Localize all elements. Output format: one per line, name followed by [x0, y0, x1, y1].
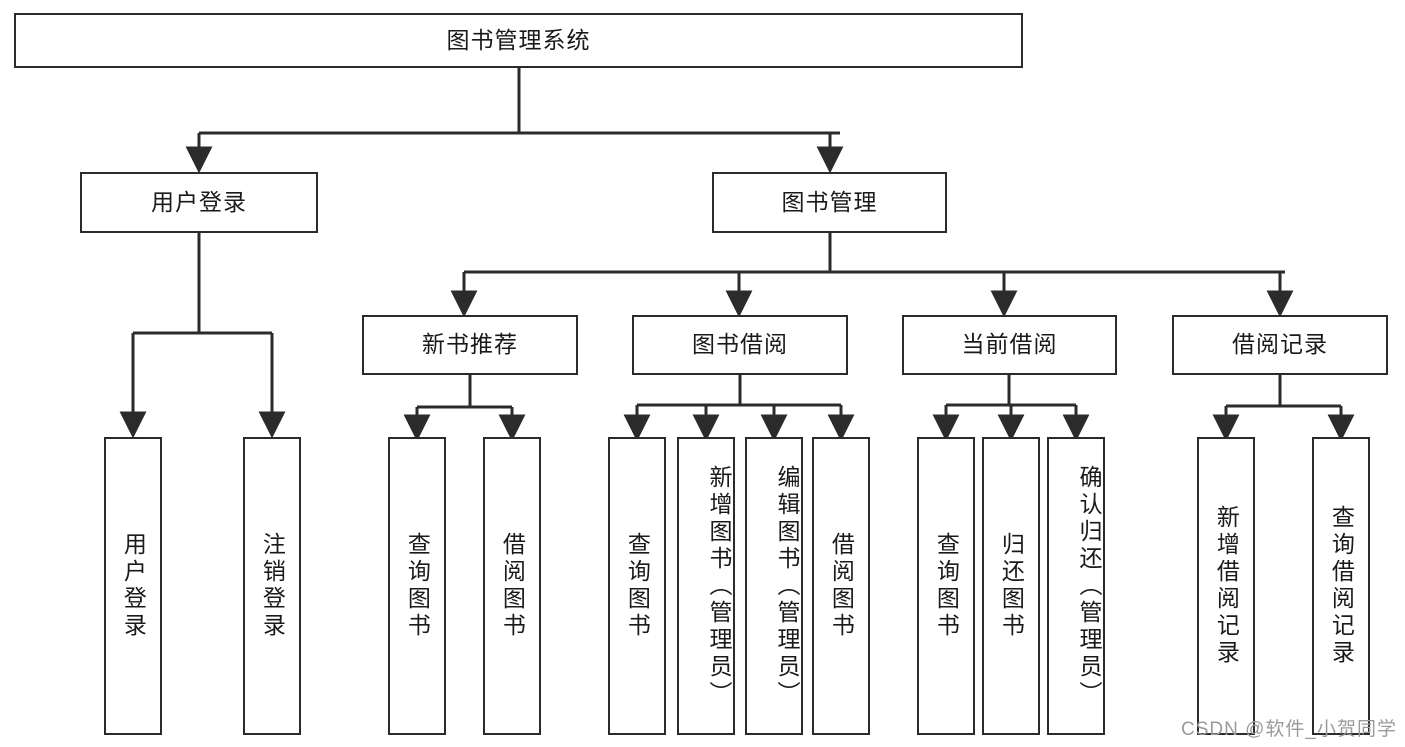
node-user-login[interactable]: 用户登录	[80, 172, 318, 233]
leaf-query-borrow-record[interactable]: 查询借阅记录	[1312, 437, 1370, 735]
node-borrow-record[interactable]: 借阅记录	[1172, 315, 1388, 375]
leaf-confirm-return-admin[interactable]: 确认归还（管理员）	[1047, 437, 1105, 735]
leaf-query-book-new[interactable]: 查询图书	[388, 437, 446, 735]
node-root[interactable]: 图书管理系统	[14, 13, 1023, 68]
node-book-borrow[interactable]: 图书借阅	[632, 315, 848, 375]
leaf-add-borrow-record[interactable]: 新增借阅记录	[1197, 437, 1255, 735]
leaf-borrow-book-new[interactable]: 借阅图书	[483, 437, 541, 735]
node-new-book-recommend[interactable]: 新书推荐	[362, 315, 578, 375]
watermark: CSDN @软件_小贺同学	[1181, 719, 1397, 740]
leaf-add-book-admin[interactable]: 新增图书（管理员）	[677, 437, 735, 735]
leaf-query-book-current[interactable]: 查询图书	[917, 437, 975, 735]
node-book-management[interactable]: 图书管理	[712, 172, 947, 233]
leaf-borrow-book[interactable]: 借阅图书	[812, 437, 870, 735]
leaf-logout[interactable]: 注销登录	[243, 437, 301, 735]
leaf-return-book[interactable]: 归还图书	[982, 437, 1040, 735]
node-current-borrow[interactable]: 当前借阅	[902, 315, 1117, 375]
leaf-query-book-borrow[interactable]: 查询图书	[608, 437, 666, 735]
leaf-edit-book-admin[interactable]: 编辑图书（管理员）	[745, 437, 803, 735]
leaf-user-login[interactable]: 用户登录	[104, 437, 162, 735]
